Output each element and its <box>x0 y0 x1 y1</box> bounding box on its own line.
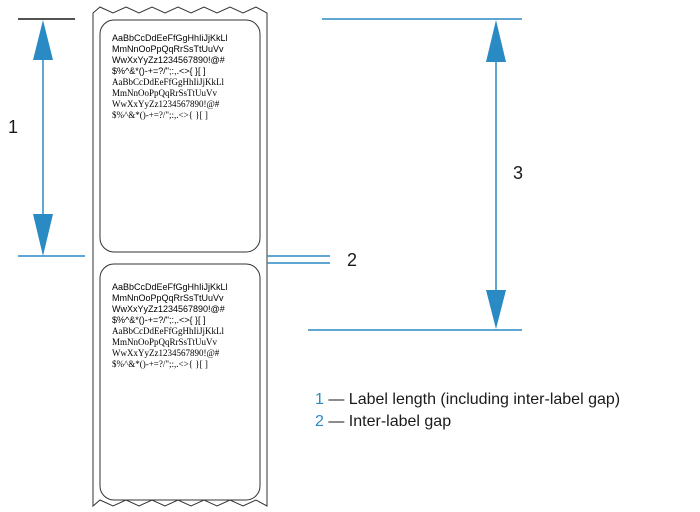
serif-line: MmNnOoPpQqRrSsTtUuVv <box>112 337 218 347</box>
arrowhead-down <box>486 290 506 329</box>
legend-item-1-text: — Label length (including inter-label ga… <box>323 391 621 408</box>
label-2 <box>99 263 261 501</box>
label-1-sample-text: AaBbCcDdEeFfGgHhIiJjKkLl MmNnOoPpQqRrSsT… <box>112 33 228 120</box>
legend-item-2-number: 2 <box>315 413 324 430</box>
sans-line: AaBbCcDdEeFfGgHhIiJjKkLl <box>112 33 228 43</box>
arrowhead-up <box>486 20 506 62</box>
serif-line: $%^&*()-+=?/";:,.<>{ }[ ] <box>112 359 208 369</box>
label-1 <box>99 19 261 253</box>
sans-line: AaBbCcDdEeFfGgHhIiJjKkLl <box>112 282 228 292</box>
legend-item-1-number: 1 <box>315 391 324 408</box>
serif-line: WwXxYyZz1234567890!@# <box>112 99 220 109</box>
callout-1: 1 <box>8 117 18 137</box>
sans-line: $%^&*()-+=?/";:,.<>{ }[ ] <box>112 66 205 76</box>
legend-item-2: 2 — Inter-label gap <box>315 411 695 433</box>
serif-line: $%^&*()-+=?/";:,.<>{ }[ ] <box>112 110 208 120</box>
serif-line: AaBbCcDdEeFfGgHhIiJjKkLl <box>112 326 224 336</box>
sans-line: MmNnOoPpQqRrSsTtUuVv <box>112 293 224 303</box>
dimension-gap: 2 <box>267 250 357 270</box>
serif-line: AaBbCcDdEeFfGgHhIiJjKkLl <box>112 77 224 87</box>
serif-line: MmNnOoPpQqRrSsTtUuVv <box>112 88 218 98</box>
sans-line: WwXxYyZz1234567890!@# <box>112 304 225 314</box>
dimension-label-length: 1 <box>8 18 85 257</box>
legend-item-2-text: — Inter-label gap <box>323 413 452 430</box>
dimension-3: 3 <box>308 18 523 331</box>
label-2-sample-text: AaBbCcDdEeFfGgHhIiJjKkLl MmNnOoPpQqRrSsT… <box>112 282 228 369</box>
legend-item-1: 1 — Label length (including inter-label … <box>315 389 695 411</box>
sans-line: MmNnOoPpQqRrSsTtUuVv <box>112 44 224 54</box>
serif-line: WwXxYyZz1234567890!@# <box>112 348 220 358</box>
legend: 1 — Label length (including inter-label … <box>315 389 695 433</box>
arrowhead-up <box>33 20 53 60</box>
callout-2: 2 <box>347 250 357 270</box>
sans-line: $%^&*()-+=?/";:,.<>{ }[ ] <box>112 315 205 325</box>
sans-line: WwXxYyZz1234567890!@# <box>112 55 225 65</box>
callout-3: 3 <box>513 163 523 183</box>
arrowhead-down <box>33 214 53 256</box>
